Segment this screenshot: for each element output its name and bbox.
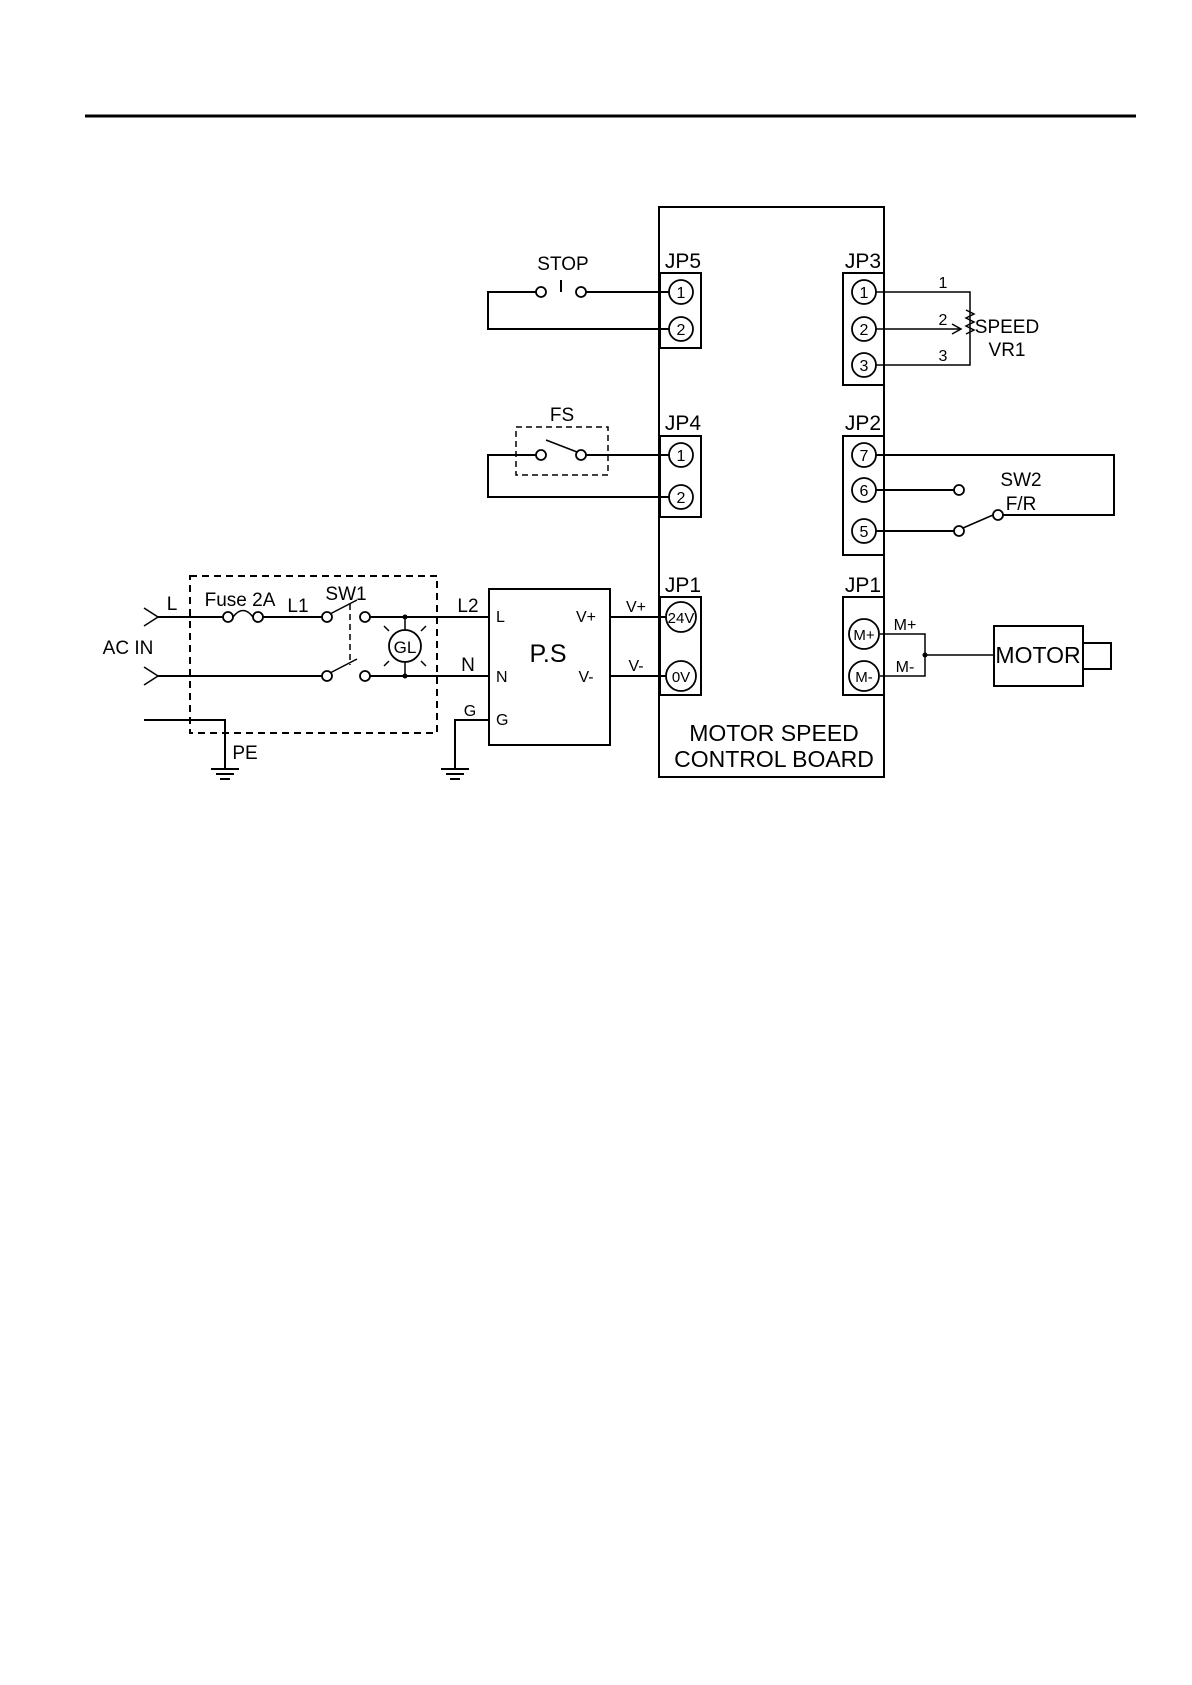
jp4-pin-2-label: 2 [677, 490, 686, 507]
l1-label: L1 [287, 596, 308, 617]
sw1-label: SW1 [325, 584, 366, 605]
stop-label: STOP [537, 254, 588, 275]
jp2-pin-6-label: 6 [860, 483, 869, 500]
ps-terminal-l: L [496, 609, 505, 626]
mplus-label: M+ [894, 617, 917, 634]
fr-label: F/R [1006, 494, 1037, 515]
vminus-wire-label: V- [628, 658, 643, 675]
jp1-pin-24v-label: 24V [668, 610, 695, 627]
l2-label: L2 [457, 596, 478, 617]
jp5-pin-2-label: 2 [677, 322, 686, 339]
jp3-pin-2-label: 2 [860, 322, 869, 339]
vr1-wire-2-label: 2 [939, 312, 948, 329]
sw2-fr-switch [876, 455, 1114, 536]
ps-ground [441, 720, 489, 779]
jp3-pin-1-label: 1 [860, 285, 869, 302]
jp5-pin-1-label: 1 [677, 285, 686, 302]
pe-ground [144, 720, 239, 779]
fs-label: FS [550, 405, 574, 426]
jp2-pin-5-label: 5 [860, 524, 869, 541]
stop-switch [488, 280, 669, 329]
fuse-label: Fuse 2A [205, 590, 276, 611]
motor-label: MOTOR [995, 642, 1080, 668]
board-title-line1: MOTOR SPEED [689, 720, 859, 746]
ps-terminal-n: N [496, 669, 508, 686]
jp4-pin-1-label: 1 [677, 448, 686, 465]
jp2-label: JP2 [845, 412, 881, 435]
vr1-wire-1-label: 1 [939, 275, 948, 292]
jp1-motor-label: JP1 [845, 574, 881, 597]
ps-vplus-label: V+ [576, 609, 596, 626]
fs-switch [488, 427, 669, 497]
jp1-pin-mplus-label: M+ [853, 627, 874, 644]
ps-vminus-label: V- [578, 669, 593, 686]
ac-in-label: AC IN [103, 638, 154, 659]
jp1-pin-mminus-label: M- [855, 669, 873, 686]
jp3-pin-3-label: 3 [860, 358, 869, 375]
pe-label: PE [232, 743, 257, 764]
vr1-label: VR1 [989, 340, 1026, 361]
speed-potentiometer [876, 292, 974, 365]
jp5-label: JP5 [665, 250, 701, 273]
jp4-label: JP4 [665, 412, 702, 435]
g-wire-label: G [464, 703, 476, 720]
jp2-pin-7-label: 7 [860, 448, 869, 465]
l-in-label: L [167, 594, 178, 615]
n-wire-label: N [461, 655, 475, 676]
sw2-label: SW2 [1000, 470, 1041, 491]
ps-label: P.S [529, 640, 566, 668]
jp3-label: JP3 [845, 250, 881, 273]
vr1-wire-3-label: 3 [939, 348, 948, 365]
gl-label: GL [394, 638, 417, 657]
ps-terminal-g: G [496, 712, 508, 729]
jp1-pin-0v-label: 0V [672, 669, 690, 686]
board-title-line2: CONTROL BOARD [674, 746, 874, 772]
mminus-label: M- [896, 659, 915, 676]
vplus-wire-label: V+ [626, 599, 646, 616]
speed-label: SPEED [975, 317, 1039, 338]
jp1-power-label: JP1 [665, 574, 701, 597]
